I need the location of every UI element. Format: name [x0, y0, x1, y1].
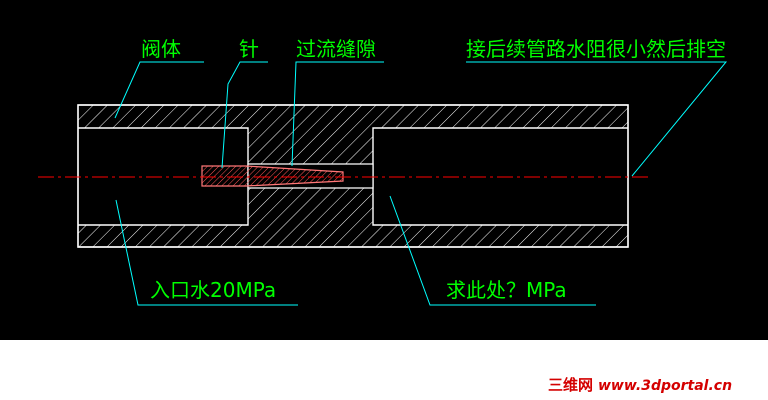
label-flow-gap: 过流缝隙 [296, 37, 376, 61]
needle-part [201, 165, 344, 187]
watermark-url: www.3dportal.cn [598, 378, 732, 394]
leader-downstream [466, 61, 728, 177]
leader-flow-gap [291, 61, 384, 167]
leader-needle [221, 61, 268, 169]
watermark-cn: 三维网 [548, 376, 593, 394]
leader-valve-body [114, 61, 204, 119]
valve-body-outline [77, 104, 629, 248]
label-downstream-note: 接后续管路水阻很小然后排空 [466, 37, 726, 61]
label-needle: 针 [239, 37, 259, 61]
leader-lines [114, 61, 728, 306]
label-inlet-pressure: 入口水20MPa [150, 278, 276, 302]
leader-inlet [115, 199, 298, 306]
label-query-pressure: 求此处？MPa [446, 278, 567, 302]
cad-canvas-background [0, 0, 768, 340]
label-valve-body: 阀体 [141, 37, 181, 61]
leader-query [389, 195, 596, 306]
